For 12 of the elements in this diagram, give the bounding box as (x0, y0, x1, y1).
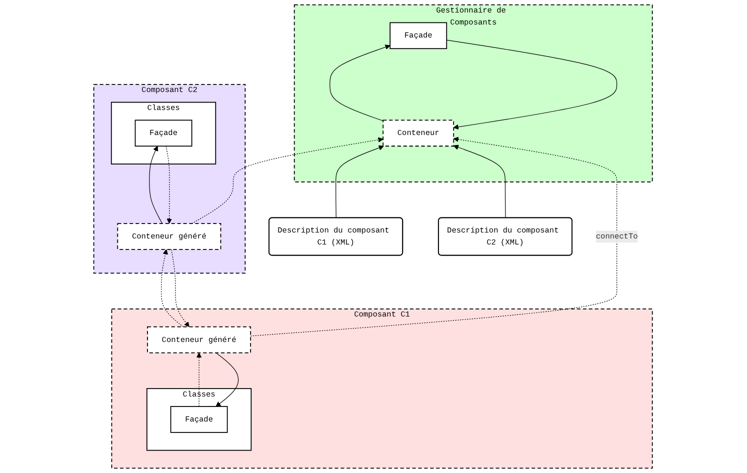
arrow (192, 137, 384, 224)
arrow (250, 136, 618, 336)
arrow (166, 146, 172, 224)
arrow (454, 144, 506, 218)
arrow (172, 249, 190, 328)
arrow (446, 40, 618, 130)
arrow (330, 44, 391, 122)
arrow (216, 352, 240, 407)
arrow (161, 249, 184, 328)
arrow (336, 145, 384, 218)
arrow (150, 146, 163, 224)
arrow (196, 352, 202, 407)
